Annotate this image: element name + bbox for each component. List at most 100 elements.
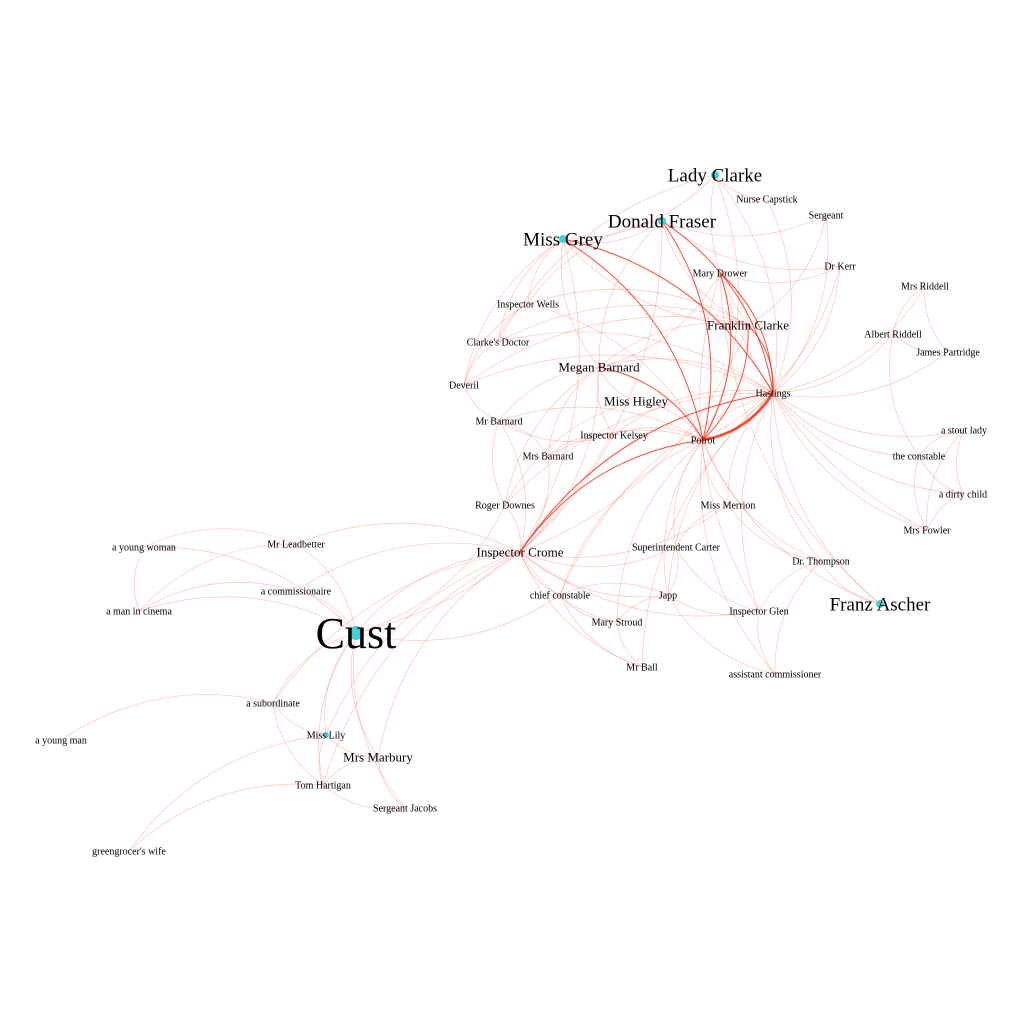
edge-cust-mrs-marbury	[350, 632, 379, 758]
edge-inspector-crome-cust	[355, 551, 521, 634]
edge-hastings-inspector-kelsey	[613, 389, 774, 436]
edge-miss-grey-clarkes-doctor	[497, 238, 564, 343]
edge-cust-chief-constable	[355, 594, 561, 641]
edge-hastings-lady-clarke	[714, 174, 778, 394]
edge-hastings-sergeant	[772, 214, 829, 394]
edge-mrs-riddell-james-partridge	[924, 285, 949, 353]
edge-inspector-crome-miss-lily	[325, 551, 521, 736]
edge-inspector-crome-miss-grey	[519, 238, 580, 553]
edge-inspector-glen-assistant-commissioner	[757, 610, 776, 675]
node-label-a-subordinate: a subordinate	[246, 698, 300, 709]
edge-inspector-crome-roger-downes	[504, 504, 521, 553]
edge-hastings-james-partridge	[772, 351, 949, 398]
node-label-superintendent-carter: Superintendent Carter	[632, 542, 721, 553]
edge-miss-grey-deveril	[463, 238, 564, 386]
edge-franklin-clarke-clarkes-doctor	[497, 305, 749, 343]
edge-cust-inspector-kelsey	[355, 434, 615, 634]
edge-poirot-franz-ascher	[702, 439, 881, 605]
node-dot-franz-ascher	[876, 600, 884, 608]
edge-poirot-superintendent-carter	[673, 439, 704, 548]
edge-hastings-nurse-capstick	[766, 198, 792, 394]
edge-japp-superintendent-carter	[667, 546, 679, 596]
edge-miss-lily-greengrocers-wife	[128, 734, 327, 852]
node-label-nurse-capstick: Nurse Capstick	[736, 194, 797, 205]
node-label-a-dirty-child: a dirty child	[939, 489, 987, 500]
edge-poirot-miss-higley	[635, 400, 704, 441]
edge-cust-roger-downes	[355, 504, 506, 634]
edge-albert-riddell-james-partridge	[892, 333, 949, 353]
edge-miss-merrion-superintendent-carter	[675, 504, 729, 548]
edge-franklin-clarke-mary-drower	[719, 272, 749, 326]
edge-a-subordinate-tom-hartigan	[272, 702, 324, 786]
edge-miss-grey-inspector-wells	[527, 238, 564, 305]
edge-poirot-japp	[663, 439, 704, 596]
edge-hastings-roger-downes	[504, 392, 774, 506]
node-label-assistant-commissioner: assistant commissioner	[729, 669, 822, 680]
edge-mr-leadbetter-a-young-woman	[143, 528, 297, 548]
edge-hastings-japp	[667, 392, 774, 596]
node-label-the-constable: the constable	[893, 451, 946, 462]
node-label-dr-kerr: Dr Kerr	[824, 261, 856, 272]
edge-cust-sergeant-jacobs	[353, 632, 406, 809]
edge-miss-grey-lady-clarke	[562, 174, 716, 240]
edge-poirot-miss-grey	[562, 238, 704, 441]
edge-mr-barnard-inspector-kelsey	[498, 420, 615, 442]
edge-poirot-inspector-wells	[527, 303, 704, 441]
edge-cust-a-young-woman	[143, 546, 357, 634]
edge-cust-a-commissionaire	[295, 590, 357, 634]
node-label-mrs-fowler: Mrs Fowler	[904, 525, 952, 536]
edge-hastings-the-constable	[772, 392, 920, 457]
node-label-deveril: Deveril	[449, 380, 479, 391]
node-label-japp: Japp	[659, 590, 677, 601]
node-label-mrs-riddell: Mrs Riddell	[901, 281, 949, 292]
edge-japp-inspector-glen	[667, 594, 760, 615]
edge-poirot-assistant-commissioner	[700, 439, 776, 675]
node-label-dr-thompson: Dr. Thompson	[792, 556, 850, 567]
node-label-tom-hartigan: Tom Hartigan	[295, 780, 351, 791]
edge-hastings-mrs-riddell	[772, 285, 926, 394]
node-label-inspector-wells: Inspector Wells	[497, 299, 559, 310]
edge-megan-barnard-roger-downes	[504, 366, 600, 506]
edge-inspector-wells-deveril	[463, 303, 529, 386]
edge-a-dirty-child-mrs-fowler	[926, 493, 964, 531]
edge-mary-drower-inspector-glen	[699, 272, 760, 612]
edge-hastings-clarkes-doctor	[497, 331, 774, 394]
nodes-layer	[323, 171, 884, 738]
edge-inspector-crome-mrs-barnard	[519, 455, 550, 553]
node-label-franz-ascher: Franz Ascher	[830, 594, 931, 615]
node-label-franklin-clarke: Franklin Clarke	[707, 317, 789, 332]
node-label-lady-clarke: Lady Clarke	[668, 165, 762, 186]
node-dot-miss-lily	[323, 732, 329, 738]
edge-inspector-wells-clarkes-doctor	[497, 303, 529, 343]
node-label-sergeant-jacobs: Sergeant Jacobs	[373, 803, 437, 814]
node-label-miss-merrion: Miss Merrion	[701, 500, 756, 511]
node-label-mr-leadbetter: Mr Leadbetter	[267, 539, 325, 550]
edge-hastings-dr-kerr	[772, 265, 841, 394]
edge-deveril-mr-barnard	[463, 384, 500, 422]
edge-franklin-clarke-inspector-wells	[527, 288, 749, 326]
edge-a-stout-lady-the-constable	[918, 429, 965, 457]
edge-poirot-mr-barnard	[498, 406, 704, 441]
edge-hastings-inspector-glen	[741, 392, 774, 612]
edge-hastings-megan-barnard	[598, 358, 774, 394]
node-label-inspector-crome: Inspector Crome	[476, 544, 563, 559]
node-dot-miss-grey	[559, 235, 567, 243]
edge-franklin-clarke-deveril	[463, 316, 749, 386]
edge-tom-hartigan-greengrocers-wife	[128, 783, 324, 852]
edge-hastings-dr-thompson	[770, 392, 822, 562]
edge-poirot-megan-barnard	[598, 366, 704, 441]
edge-hastings-albert-riddell	[772, 333, 894, 394]
edge-poirot-donald-fraser	[661, 220, 712, 441]
edge-poirot-miss-merrion	[702, 439, 729, 506]
edge-mrs-barnard-mr-barnard	[498, 420, 549, 457]
edge-donald-fraser-megan-barnard	[598, 220, 663, 368]
edge-franklin-clarke-megan-barnard	[598, 322, 749, 368]
edge-mrs-riddell-albert-riddell	[892, 285, 926, 335]
node-label-mrs-barnard: Mrs Barnard	[523, 451, 574, 462]
edge-lady-clarke-clarkes-doctor	[497, 174, 716, 343]
edge-japp-chief-constable	[559, 582, 669, 596]
edge-inspector-kelsey-mrs-barnard	[547, 434, 615, 457]
edge-inspector-crome-mr-barnard	[498, 420, 527, 553]
edge-megan-barnard-mr-barnard	[498, 366, 600, 422]
node-label-albert-riddell: Albert Riddell	[864, 329, 922, 340]
